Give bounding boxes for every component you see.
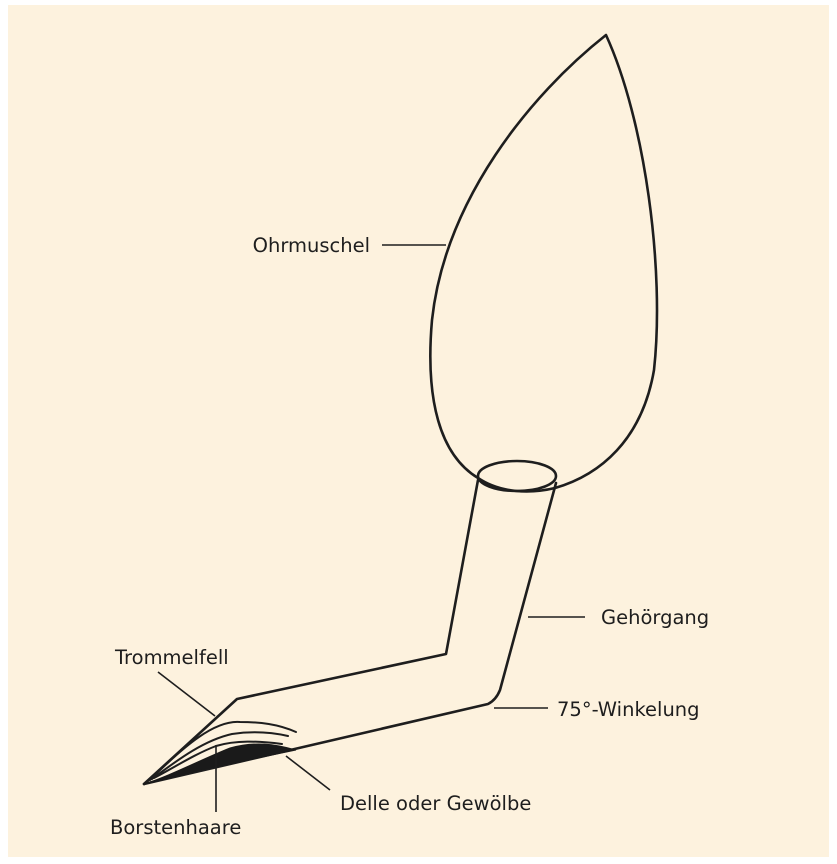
leader-eardrum [158,672,215,716]
pinna-outline [430,35,657,491]
label-pinna: Ohrmuschel [253,234,370,257]
label-ear-canal: Gehörgang [601,606,709,629]
canal-upper-wall [144,480,478,784]
canal-lower-wall [144,483,556,784]
label-eardrum: Trommelfell [114,646,229,669]
leader-dent [286,756,330,790]
label-bristles: Borstenhaare [110,816,241,839]
label-bend: 75°-Winkelung [557,698,700,721]
canal-opening [478,461,556,491]
label-dent: Delle oder Gewölbe [340,792,531,815]
